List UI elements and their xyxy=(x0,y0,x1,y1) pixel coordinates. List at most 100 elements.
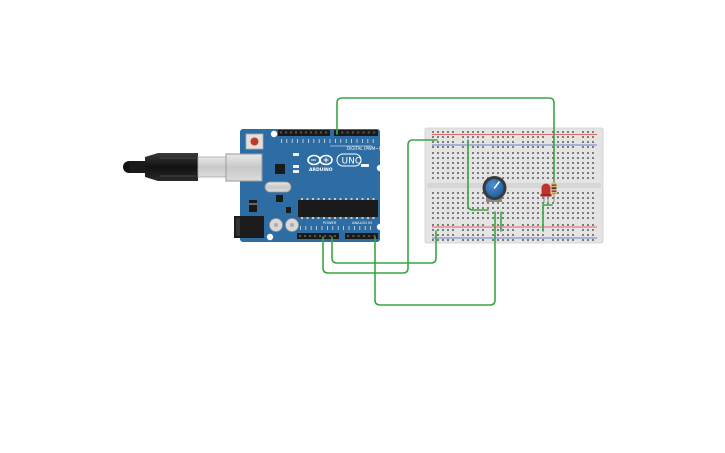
breadboard-hole[interactable] xyxy=(512,197,514,199)
breadboard-hole[interactable] xyxy=(442,229,444,231)
breadboard-hole[interactable] xyxy=(547,207,549,209)
breadboard-hole[interactable] xyxy=(492,141,494,143)
breadboard-hole[interactable] xyxy=(477,229,479,231)
wire-led-to-gnd[interactable] xyxy=(542,204,553,232)
breadboard-hole[interactable] xyxy=(582,212,584,214)
breadboard-hole[interactable] xyxy=(592,131,594,133)
breadboard-hole[interactable] xyxy=(467,234,469,236)
breadboard-hole[interactable] xyxy=(502,167,504,169)
breadboard-hole[interactable] xyxy=(542,131,544,133)
breadboard-hole[interactable] xyxy=(507,131,509,133)
breadboard-hole[interactable] xyxy=(532,239,534,241)
breadboard-hole[interactable] xyxy=(532,229,534,231)
breadboard-hole[interactable] xyxy=(572,141,574,143)
breadboard-hole[interactable] xyxy=(447,152,449,154)
breadboard-hole[interactable] xyxy=(552,146,554,148)
breadboard-hole[interactable] xyxy=(502,177,504,179)
breadboard-hole[interactable] xyxy=(512,146,514,148)
breadboard-hole[interactable] xyxy=(497,239,499,241)
header-pin[interactable] xyxy=(305,131,307,134)
breadboard-hole[interactable] xyxy=(537,146,539,148)
breadboard-hole[interactable] xyxy=(477,212,479,214)
breadboard-hole[interactable] xyxy=(442,141,444,143)
breadboard-hole[interactable] xyxy=(522,239,524,241)
breadboard-hole[interactable] xyxy=(477,172,479,174)
breadboard-hole[interactable] xyxy=(592,152,594,154)
digital-header-high[interactable] xyxy=(278,130,330,136)
breadboard-hole[interactable] xyxy=(442,172,444,174)
breadboard-hole[interactable] xyxy=(587,162,589,164)
breadboard-hole[interactable] xyxy=(502,217,504,219)
breadboard-hole[interactable] xyxy=(442,239,444,241)
breadboard-hole[interactable] xyxy=(537,217,539,219)
breadboard-hole[interactable] xyxy=(437,131,439,133)
breadboard-hole[interactable] xyxy=(502,197,504,199)
breadboard-hole[interactable] xyxy=(487,162,489,164)
breadboard-hole[interactable] xyxy=(592,146,594,148)
breadboard-hole[interactable] xyxy=(502,146,504,148)
breadboard-hole[interactable] xyxy=(572,217,574,219)
breadboard-hole[interactable] xyxy=(522,172,524,174)
breadboard-hole[interactable] xyxy=(482,141,484,143)
breadboard-hole[interactable] xyxy=(447,192,449,194)
breadboard-hole[interactable] xyxy=(587,157,589,159)
breadboard-hole[interactable] xyxy=(492,224,494,226)
header-pin[interactable] xyxy=(325,131,327,134)
breadboard-hole[interactable] xyxy=(542,157,544,159)
breadboard-hole[interactable] xyxy=(522,192,524,194)
breadboard-hole[interactable] xyxy=(542,167,544,169)
breadboard-hole[interactable] xyxy=(527,177,529,179)
breadboard-hole[interactable] xyxy=(582,197,584,199)
breadboard-hole[interactable] xyxy=(552,224,554,226)
breadboard-hole[interactable] xyxy=(527,157,529,159)
breadboard-hole[interactable] xyxy=(437,172,439,174)
breadboard-hole[interactable] xyxy=(557,177,559,179)
breadboard-hole[interactable] xyxy=(507,162,509,164)
breadboard-hole[interactable] xyxy=(522,224,524,226)
breadboard-hole[interactable] xyxy=(517,217,519,219)
breadboard-hole[interactable] xyxy=(447,239,449,241)
breadboard-hole[interactable] xyxy=(482,131,484,133)
breadboard-hole[interactable] xyxy=(572,177,574,179)
breadboard-hole[interactable] xyxy=(522,136,524,138)
breadboard-hole[interactable] xyxy=(577,167,579,169)
breadboard-hole[interactable] xyxy=(517,152,519,154)
breadboard-hole[interactable] xyxy=(552,207,554,209)
breadboard-hole[interactable] xyxy=(492,172,494,174)
breadboard-hole[interactable] xyxy=(462,157,464,159)
breadboard-hole[interactable] xyxy=(582,234,584,236)
breadboard-hole[interactable] xyxy=(522,162,524,164)
breadboard-hole[interactable] xyxy=(562,202,564,204)
breadboard-hole[interactable] xyxy=(497,229,499,231)
breadboard-hole[interactable] xyxy=(592,197,594,199)
breadboard-hole[interactable] xyxy=(462,172,464,174)
breadboard-hole[interactable] xyxy=(497,207,499,209)
breadboard-hole[interactable] xyxy=(562,224,564,226)
breadboard-hole[interactable] xyxy=(572,131,574,133)
breadboard-hole[interactable] xyxy=(527,202,529,204)
breadboard-hole[interactable] xyxy=(432,239,434,241)
breadboard-hole[interactable] xyxy=(447,167,449,169)
breadboard-hole[interactable] xyxy=(507,224,509,226)
breadboard-hole[interactable] xyxy=(472,229,474,231)
header-pin[interactable] xyxy=(285,131,287,134)
breadboard-hole[interactable] xyxy=(527,217,529,219)
breadboard-hole[interactable] xyxy=(572,146,574,148)
breadboard-hole[interactable] xyxy=(537,177,539,179)
breadboard-hole[interactable] xyxy=(467,136,469,138)
breadboard-hole[interactable] xyxy=(547,172,549,174)
breadboard-hole[interactable] xyxy=(522,167,524,169)
breadboard-hole[interactable] xyxy=(567,167,569,169)
breadboard-hole[interactable] xyxy=(547,162,549,164)
breadboard-hole[interactable] xyxy=(457,157,459,159)
breadboard-hole[interactable] xyxy=(447,212,449,214)
breadboard-hole[interactable] xyxy=(452,212,454,214)
breadboard-hole[interactable] xyxy=(472,224,474,226)
breadboard-hole[interactable] xyxy=(452,197,454,199)
breadboard-hole[interactable] xyxy=(532,141,534,143)
breadboard-hole[interactable] xyxy=(587,197,589,199)
breadboard-hole[interactable] xyxy=(532,202,534,204)
breadboard-hole[interactable] xyxy=(457,172,459,174)
breadboard-hole[interactable] xyxy=(517,202,519,204)
breadboard-hole[interactable] xyxy=(482,207,484,209)
